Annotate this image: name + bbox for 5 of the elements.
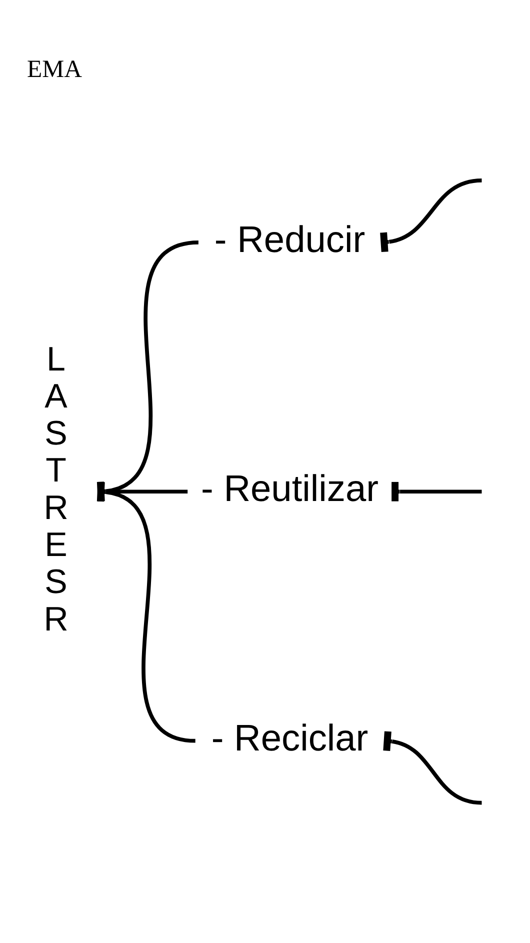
- diagram-title: EMA: [26, 56, 82, 84]
- node-text: - Reciclar: [211, 716, 368, 758]
- node-text: L A S T R E S R: [44, 340, 68, 638]
- node-text: - Reducir: [214, 218, 366, 260]
- node-text: - Reutilizar: [201, 467, 379, 510]
